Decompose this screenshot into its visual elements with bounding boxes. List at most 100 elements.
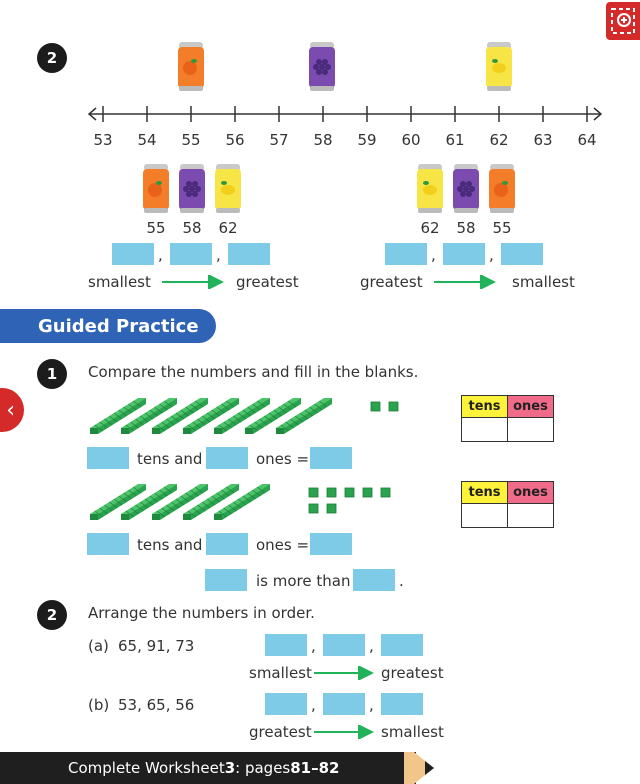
- answer-box[interactable]: [323, 634, 365, 656]
- section-banner: Guided Practice: [0, 309, 216, 343]
- order-end-label: smallest: [381, 723, 444, 741]
- answer-box[interactable]: [381, 634, 423, 656]
- can-value-label: 58: [456, 219, 476, 237]
- worksheet-number: 3: [224, 759, 236, 777]
- comma: ,: [489, 246, 494, 264]
- comma: ,: [369, 637, 374, 655]
- ten-rod: [276, 398, 332, 434]
- question-number-badge: 2: [37, 600, 67, 630]
- answer-box[interactable]: [206, 533, 248, 555]
- answer-box[interactable]: [385, 243, 427, 265]
- answer-box[interactable]: [87, 533, 129, 555]
- unit-cube: [362, 487, 373, 498]
- ten-rod: [214, 484, 270, 520]
- play-arrow-icon[interactable]: [404, 752, 440, 784]
- answer-box[interactable]: [170, 243, 212, 265]
- ten-rod: [183, 398, 239, 434]
- green-arrow-icon: [434, 275, 496, 289]
- tick-label: 56: [225, 131, 245, 149]
- green-arrow-icon: [314, 666, 374, 680]
- ones-cell[interactable]: [507, 503, 554, 528]
- lemon-can-icon: [486, 40, 512, 92]
- comma: ,: [158, 246, 163, 264]
- zoom-button[interactable]: [606, 2, 640, 40]
- comma: ,: [216, 246, 221, 264]
- compare-label: is more than: [256, 572, 351, 590]
- ten-rod: [90, 484, 146, 520]
- answer-box[interactable]: [323, 693, 365, 715]
- can-value-label: 55: [492, 219, 512, 237]
- answer-box[interactable]: [381, 693, 423, 715]
- ones-header: ones: [507, 481, 554, 504]
- answer-box[interactable]: [205, 569, 247, 591]
- base-ten-blocks-row-1: [90, 398, 399, 434]
- orange-can-icon: [178, 40, 204, 92]
- order-end-label: greatest: [236, 273, 299, 291]
- base-ten-blocks-row-2: [90, 484, 391, 520]
- answer-box[interactable]: [228, 243, 270, 265]
- tick-label: 57: [269, 131, 289, 149]
- ten-rod: [121, 484, 177, 520]
- answer-box[interactable]: [310, 533, 352, 555]
- numbers-to-order: 53, 65, 56: [118, 696, 195, 714]
- ten-rod: [183, 484, 239, 520]
- place-value-table: tens ones: [461, 481, 554, 528]
- answer-box[interactable]: [353, 569, 395, 591]
- unit-cube: [326, 503, 337, 514]
- unit-cube: [326, 487, 337, 498]
- zoom-in-icon: [611, 8, 635, 34]
- unit-cube: [308, 487, 319, 498]
- answer-box[interactable]: [443, 243, 485, 265]
- number-line: [87, 106, 603, 122]
- part-label: (b): [88, 696, 110, 714]
- can-value-label: 62: [218, 219, 238, 237]
- unit-cube: [380, 487, 391, 498]
- ten-rod: [214, 398, 270, 434]
- grape-can-icon: [453, 162, 479, 214]
- answer-box[interactable]: [112, 243, 154, 265]
- tens-cell[interactable]: [461, 417, 508, 442]
- answer-box[interactable]: [206, 447, 248, 469]
- tick-label: 60: [401, 131, 421, 149]
- can-value-label: 62: [420, 219, 440, 237]
- answer-box[interactable]: [87, 447, 129, 469]
- orange-can-icon: [143, 162, 169, 214]
- comma: ,: [311, 696, 316, 714]
- tens-header: tens: [461, 395, 508, 418]
- tick-label: 63: [533, 131, 553, 149]
- tens-cell[interactable]: [461, 503, 508, 528]
- order-start-label: smallest: [249, 664, 312, 682]
- tick-label: 54: [137, 131, 157, 149]
- ten-rod: [152, 398, 208, 434]
- previous-page-button[interactable]: ‹: [0, 388, 24, 432]
- lemon-can-icon: [417, 162, 443, 214]
- part-label: (a): [88, 637, 109, 655]
- question-prompt: Compare the numbers and fill in the blan…: [88, 363, 419, 381]
- unit-cube: [308, 503, 319, 514]
- tens-and-label: tens and: [137, 450, 203, 468]
- question-number-badge: 1: [37, 359, 67, 389]
- order-end-label: smallest: [512, 273, 575, 291]
- tens-and-label: tens and: [137, 536, 203, 554]
- answer-box[interactable]: [265, 634, 307, 656]
- order-end-label: greatest: [381, 664, 444, 682]
- comma: ,: [311, 637, 316, 655]
- ones-cell[interactable]: [507, 417, 554, 442]
- chevron-left-icon: ‹: [6, 397, 15, 423]
- unit-cube: [344, 487, 355, 498]
- tick-label: 62: [489, 131, 509, 149]
- can-value-label: 55: [146, 219, 166, 237]
- comma: ,: [369, 696, 374, 714]
- answer-box[interactable]: [501, 243, 543, 265]
- answer-box[interactable]: [265, 693, 307, 715]
- ten-rod: [152, 484, 208, 520]
- page-range: 81–82: [290, 759, 340, 777]
- question-prompt: Arrange the numbers in order.: [88, 604, 315, 622]
- green-arrow-icon: [162, 275, 224, 289]
- worksheet-footer: Complete Worksheet 3 : pages 81–82: [0, 752, 416, 784]
- unit-cube: [370, 401, 381, 412]
- answer-box[interactable]: [310, 447, 352, 469]
- lemon-can-icon: [215, 162, 241, 214]
- tick-label: 61: [445, 131, 465, 149]
- comma: ,: [431, 246, 436, 264]
